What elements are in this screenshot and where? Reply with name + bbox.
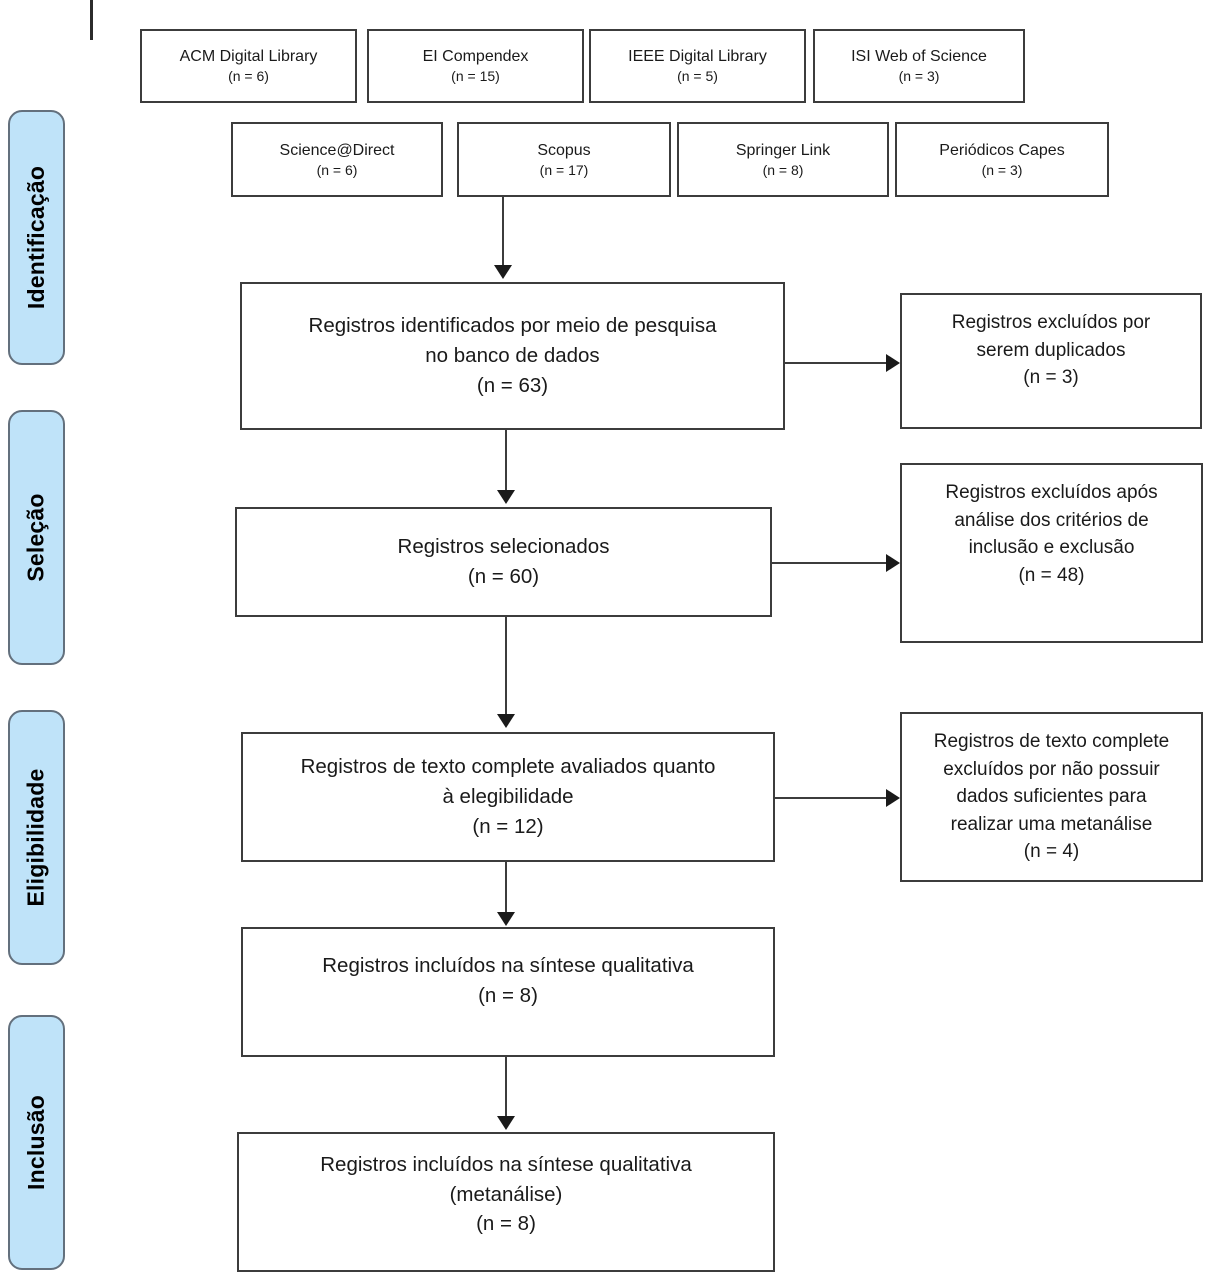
flow-box-line-2: (metanálise) (449, 1182, 563, 1206)
exclusion-line-2: excluídos por não possuir (943, 758, 1160, 780)
phase-identificacao: Identificação (8, 110, 65, 365)
source-name: ISI Web of Science (851, 48, 987, 66)
flow-box-count: (n = 60) (467, 565, 540, 588)
flow-box-line-1: Registros incluídos na síntese qualitati… (322, 954, 694, 977)
arrowhead-fulltext-to-insufficient (886, 789, 900, 807)
flow-box-line-1: Registros identificados por meio de pesq… (308, 314, 717, 338)
flow-box-line-1: Registros incluídos na síntese qualitati… (320, 1153, 692, 1176)
connector-fulltext-to-insufficient (775, 797, 892, 799)
exclusion-box-duplicates: Registros excluídos por serem duplicados… (900, 293, 1202, 429)
source-count: (n = 6) (316, 161, 358, 178)
connector-identified-to-screened (505, 430, 507, 492)
phase-inclusao-label: Inclusão (23, 1095, 49, 1190)
flow-box-qualitative-synthesis: Registros incluídos na síntese qualitati… (241, 927, 775, 1057)
phase-selecao: Seleção (8, 410, 65, 665)
exclusion-count: (n = 48) (1018, 564, 1085, 586)
flow-box-line-2: à elegibilidade (442, 785, 574, 809)
source-count: (n = 5) (677, 68, 718, 85)
arrowhead-sources-to-identified (494, 265, 512, 279)
arrowhead-screened-to-criteria (886, 554, 900, 572)
flow-box-records-screened: Registros selecionados (n = 60) (235, 507, 772, 617)
flow-box-fulltext-assessed: Registros de texto complete avaliados qu… (241, 732, 775, 862)
exclusion-line-3: inclusão e exclusão (968, 537, 1135, 559)
phase-identificacao-label: Identificação (23, 165, 50, 310)
source-box-springer-link: Springer Link (n = 8) (677, 122, 889, 197)
connector-screened-to-fulltext (505, 617, 507, 716)
connector-identified-to-duplicates (785, 362, 892, 364)
exclusion-line-1: Registros excluídos após (945, 482, 1158, 503)
phase-eligibilidade-label: Eligibilidade (23, 768, 49, 907)
exclusion-box-insufficient-data: Registros de texto complete excluídos po… (900, 712, 1203, 882)
phase-selecao-label: Seleção (23, 493, 50, 582)
arrowhead-identified-to-screened (497, 490, 515, 504)
source-count: (n = 15) (451, 68, 500, 85)
exclusion-line-4: realizar uma metanálise (950, 813, 1153, 835)
source-box-ei-compendex: EI Compendex (n = 15) (367, 29, 584, 103)
flow-box-count: (n = 12) (472, 814, 544, 838)
connector-fulltext-to-qualitative (505, 862, 507, 914)
source-box-periodicos-capes: Periódicos Capes (n = 3) (895, 122, 1109, 197)
source-count: (n = 6) (228, 68, 269, 85)
exclusion-line-3: dados suficientes para (956, 786, 1147, 808)
source-count: (n = 3) (981, 161, 1023, 178)
exclusion-line-1: Registros de texto complete (933, 731, 1170, 752)
flow-box-count: (n = 63) (476, 373, 549, 397)
source-count: (n = 17) (539, 161, 589, 178)
source-box-acm-digital-library: ACM Digital Library (n = 6) (140, 29, 357, 103)
flow-box-count: (n = 8) (478, 983, 538, 1007)
flow-box-records-identified: Registros identificados por meio de pesq… (240, 282, 785, 430)
arrowhead-identified-to-duplicates (886, 354, 900, 372)
source-name: Periódicos Capes (939, 141, 1065, 159)
exclusion-count: (n = 4) (1023, 841, 1080, 863)
flow-box-metanalysis: Registros incluídos na síntese qualitati… (237, 1132, 775, 1272)
source-name: Scopus (537, 141, 591, 159)
exclusion-box-criteria: Registros excluídos após análise dos cri… (900, 463, 1203, 643)
exclusion-line-2: análise dos critérios de (954, 509, 1149, 531)
flow-box-line-2: no banco de dados (425, 344, 600, 368)
phase-inclusao: Inclusão (8, 1015, 65, 1270)
exclusion-line-1: Registros excluídos por (951, 312, 1151, 333)
connector-screened-to-criteria (772, 562, 892, 564)
exclusion-line-2: serem duplicados (976, 339, 1126, 361)
exclusion-count: (n = 3) (1023, 367, 1079, 389)
source-box-science-direct: Science@Direct (n = 6) (231, 122, 443, 197)
source-box-scopus: Scopus (n = 17) (457, 122, 671, 197)
arrowhead-qualitative-to-metanalysis (497, 1116, 515, 1130)
flow-box-line-1: Registros de texto complete avaliados qu… (300, 755, 716, 779)
source-box-ieee-digital-library: IEEE Digital Library (n = 5) (589, 29, 806, 103)
flow-box-line-1: Registros selecionados (397, 535, 610, 559)
source-name: EI Compendex (422, 48, 529, 66)
flow-box-count: (n = 8) (476, 1212, 536, 1236)
source-box-isi-web-of-science: ISI Web of Science (n = 3) (813, 29, 1025, 103)
source-count: (n = 3) (898, 68, 940, 85)
source-name: Science@Direct (279, 141, 395, 159)
arrowhead-screened-to-fulltext (497, 714, 515, 728)
source-name: IEEE Digital Library (628, 48, 767, 66)
arrowhead-fulltext-to-qualitative (497, 912, 515, 926)
page-margin-rule (90, 0, 93, 40)
source-name: ACM Digital Library (179, 48, 318, 66)
source-count: (n = 8) (762, 161, 804, 178)
connector-sources-to-identified (502, 197, 504, 269)
source-name: Springer Link (735, 141, 831, 159)
connector-qualitative-to-metanalysis (505, 1057, 507, 1118)
phase-eligibilidade: Eligibilidade (8, 710, 65, 965)
